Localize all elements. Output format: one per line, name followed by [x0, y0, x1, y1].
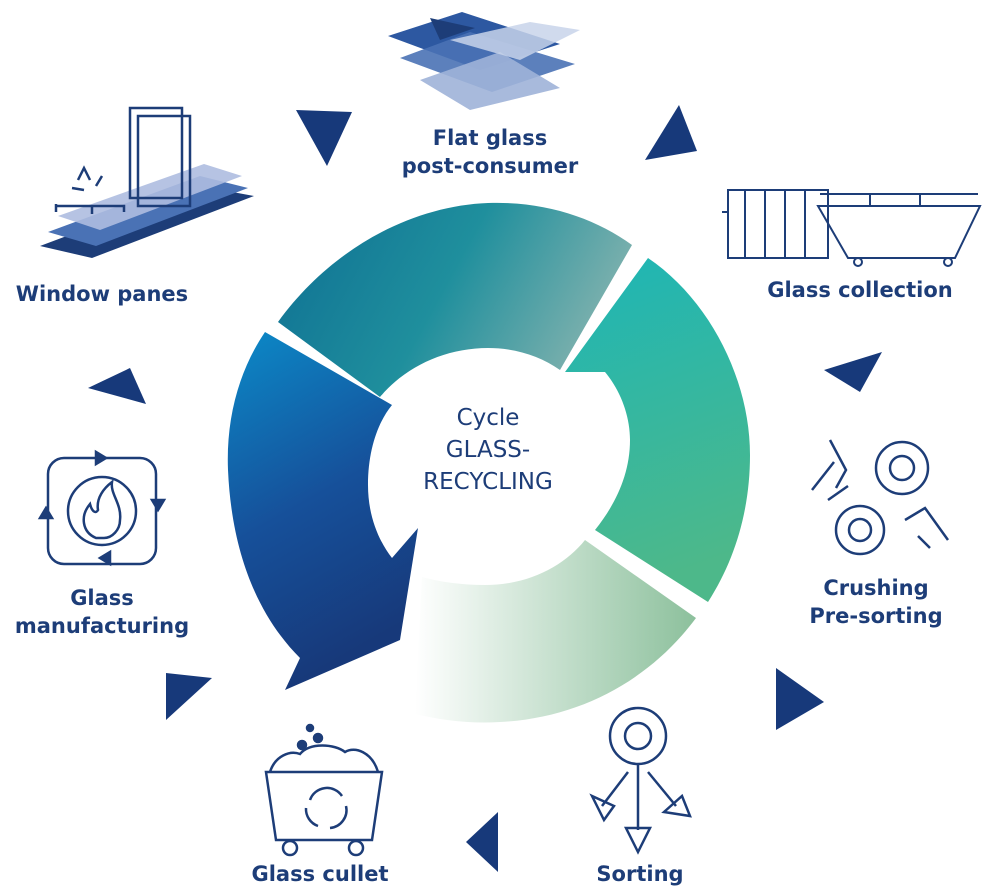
stage-manufacturing-line-2: manufacturing — [14, 614, 190, 638]
stage-flat-glass-label: Flat glass post-consumer — [380, 124, 600, 180]
arrow-right-upper — [824, 352, 882, 392]
sorting-gear-arrows-icon — [589, 706, 692, 855]
arrow-left-upper — [88, 368, 146, 404]
stage-crushing-line-1: Crushing — [823, 576, 929, 600]
arrow-top-left — [296, 110, 352, 166]
center-title-line-2: GLASS- — [445, 437, 531, 463]
stage-crushing-line-2: Pre-sorting — [809, 604, 943, 628]
skip-container-icon — [722, 189, 982, 267]
stage-cullet-label: Glass cullet — [220, 860, 420, 888]
stage-window-line-1: Window panes — [15, 282, 189, 306]
cullet-bin-recycle-icon — [264, 723, 384, 857]
stage-flat-glass-line-2: post-consumer — [401, 154, 579, 178]
flat-glass-sheets-icon — [388, 12, 580, 110]
segment-bottom — [415, 540, 696, 723]
arrow-right-lower — [776, 668, 824, 730]
stage-collection-line-1: Glass collection — [767, 278, 953, 302]
stage-sorting-line-1: Sorting — [596, 862, 684, 886]
stage-collection-label: Glass collection — [740, 276, 980, 304]
furnace-flame-cycle-icon — [37, 449, 167, 567]
arrow-bottom-left — [166, 673, 212, 720]
segment-top — [278, 202, 632, 397]
stage-manufacturing-label: Glass manufacturing — [0, 584, 204, 640]
window-pane-recycle-icon — [40, 106, 254, 258]
stage-flat-glass-line-1: Flat glass — [432, 126, 548, 150]
stage-manufacturing-line-1: Glass — [70, 586, 134, 610]
center-title-line-1: Cycle — [456, 405, 520, 431]
stage-crushing-label: Crushing Pre-sorting — [786, 574, 966, 630]
segment-right — [565, 258, 750, 602]
stage-cullet-line-1: Glass cullet — [251, 862, 389, 886]
arrow-bottom-center — [466, 812, 498, 872]
center-title: Cycle GLASS- RECYCLING — [388, 402, 588, 498]
center-title-line-3: RECYCLING — [423, 469, 553, 495]
stage-sorting-label: Sorting — [570, 860, 710, 888]
segment-left-arrow — [227, 332, 418, 690]
crushing-gears-icon — [811, 439, 950, 556]
arrow-top-right — [645, 105, 697, 160]
stage-window-label: Window panes — [0, 280, 204, 308]
